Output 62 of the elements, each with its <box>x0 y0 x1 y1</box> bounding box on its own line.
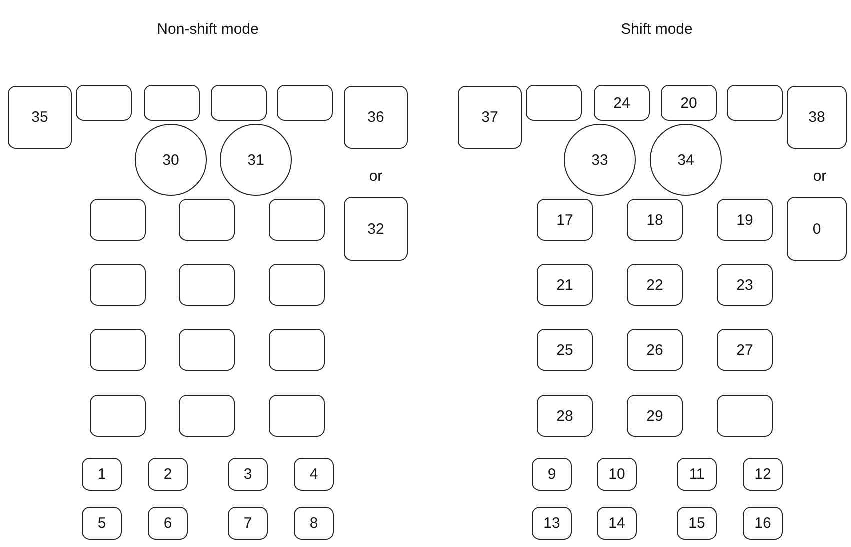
key: 7 <box>228 507 268 540</box>
key: 5 <box>82 507 122 540</box>
blank-key <box>211 85 267 121</box>
key: 11 <box>677 458 717 491</box>
blank-key <box>90 264 146 306</box>
key: 16 <box>743 507 783 540</box>
key: 2 <box>148 458 188 491</box>
blank-key <box>269 264 325 306</box>
key: 24 <box>594 85 650 121</box>
blank-key <box>269 199 325 241</box>
key: 28 <box>537 395 593 437</box>
key: 32 <box>344 197 408 261</box>
key: 6 <box>148 507 188 540</box>
key: 14 <box>597 507 637 540</box>
heading: Shift mode <box>621 21 693 38</box>
key: 10 <box>597 458 637 491</box>
key: 15 <box>677 507 717 540</box>
key: 8 <box>294 507 334 540</box>
blank-key <box>179 199 235 241</box>
round-key: 31 <box>220 124 292 196</box>
key: 4 <box>294 458 334 491</box>
round-key: 30 <box>135 124 207 196</box>
blank-key <box>727 85 783 121</box>
key: 27 <box>717 329 773 371</box>
key: 23 <box>717 264 773 306</box>
key: 12 <box>743 458 783 491</box>
key: 9 <box>532 458 572 491</box>
key: 1 <box>82 458 122 491</box>
blank-key <box>269 395 325 437</box>
blank-key <box>526 85 582 121</box>
blank-key <box>179 329 235 371</box>
key: 20 <box>661 85 717 121</box>
heading: Non-shift mode <box>157 21 259 38</box>
blank-key <box>179 264 235 306</box>
key: 13 <box>532 507 572 540</box>
key: 22 <box>627 264 683 306</box>
key: 3 <box>228 458 268 491</box>
key: 38 <box>787 86 847 149</box>
blank-key <box>717 395 773 437</box>
key: 19 <box>717 199 773 241</box>
blank-key <box>277 85 333 121</box>
blank-key <box>90 199 146 241</box>
key: 29 <box>627 395 683 437</box>
key: 21 <box>537 264 593 306</box>
key: 35 <box>8 86 72 149</box>
blank-key <box>179 395 235 437</box>
key: 0 <box>787 197 847 261</box>
key: 26 <box>627 329 683 371</box>
round-key: 33 <box>564 124 636 196</box>
key: 17 <box>537 199 593 241</box>
blank-key <box>90 329 146 371</box>
blank-key <box>269 329 325 371</box>
key: 37 <box>458 86 522 149</box>
or-note: or <box>369 168 383 185</box>
round-key: 34 <box>650 124 722 196</box>
blank-key <box>90 395 146 437</box>
blank-key <box>144 85 200 121</box>
blank-key <box>76 85 132 121</box>
or-note: or <box>813 168 827 185</box>
key: 36 <box>344 86 408 149</box>
key: 18 <box>627 199 683 241</box>
key: 25 <box>537 329 593 371</box>
